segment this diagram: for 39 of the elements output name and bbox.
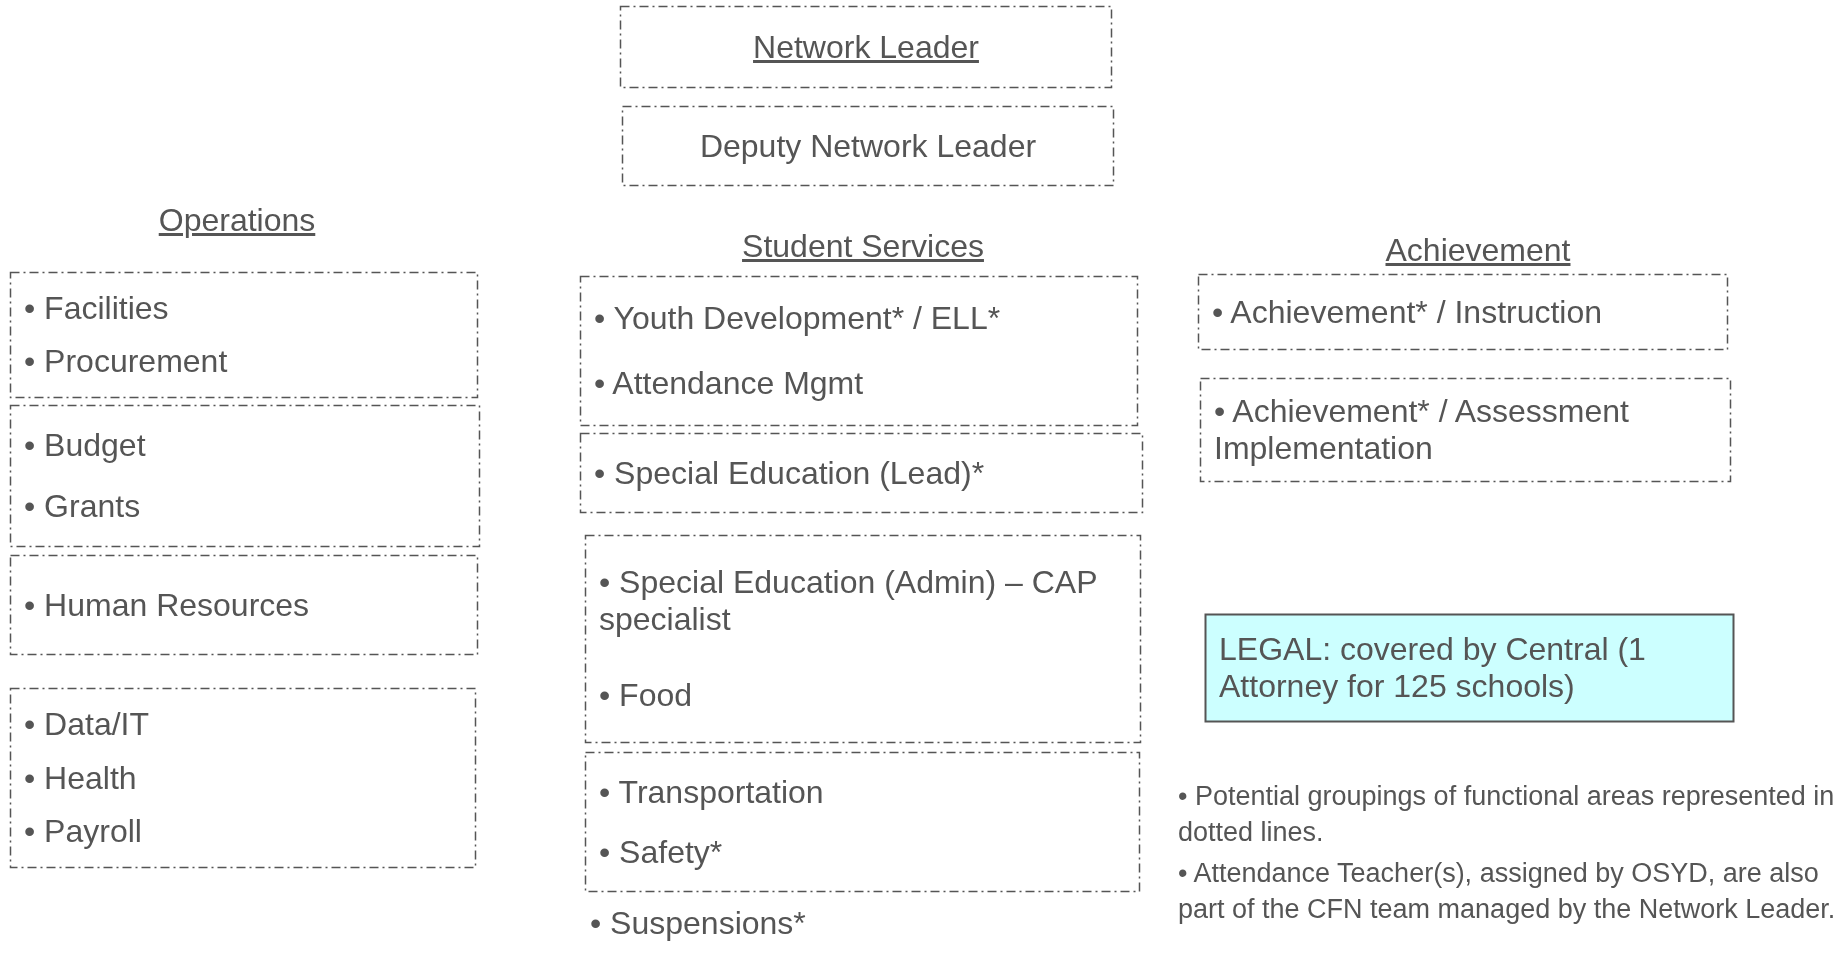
dashed-group-box bbox=[580, 433, 1143, 513]
dashed-group-box bbox=[620, 6, 1112, 88]
dashed-group-box bbox=[10, 555, 478, 655]
role-title: Network Leader bbox=[752, 28, 980, 66]
list-item: • Grants bbox=[24, 488, 142, 525]
list-item: • Health bbox=[24, 759, 138, 797]
dashed-group-box bbox=[585, 535, 1141, 743]
list-item: • Special Education (Lead)* bbox=[594, 454, 986, 492]
section-heading: Operations bbox=[157, 202, 317, 239]
list-item: • Achievement* / Assessment Implementation bbox=[1214, 393, 1630, 467]
dashed-group-box bbox=[1198, 274, 1728, 350]
dashed-group-box bbox=[622, 106, 1114, 186]
list-item: • Human Resources bbox=[24, 586, 311, 624]
note-text: • Potential groupings of functional areas represented in dotted lines. bbox=[1178, 780, 1836, 850]
list-item: • Food bbox=[599, 676, 694, 714]
dashed-group-box bbox=[580, 276, 1138, 426]
list-item: • Procurement bbox=[24, 343, 229, 380]
list-item: • Attendance Mgmt bbox=[594, 365, 865, 402]
list-item: • Youth Development* / ELL* bbox=[594, 300, 1002, 337]
dashed-group-box bbox=[10, 272, 478, 398]
dashed-group-box bbox=[10, 405, 480, 547]
note-text: LEGAL: covered by Central (1 Attorney for 125 schools) bbox=[1219, 631, 1647, 705]
list-item: • Data/IT bbox=[24, 706, 150, 744]
note-box bbox=[1205, 614, 1734, 722]
list-item: • Budget bbox=[24, 427, 147, 464]
note-text: • Attendance Teacher(s), assigned by OSYD, are also part of the CFN team managed by the Network Leader. bbox=[1178, 857, 1837, 927]
section-heading: Student Services bbox=[741, 228, 985, 265]
list-item: • Payroll bbox=[24, 812, 143, 850]
list-item: • Special Education (Admin) – CAP specialist bbox=[599, 564, 1098, 638]
list-item: • Safety* bbox=[599, 833, 724, 871]
dashed-group-box bbox=[10, 688, 476, 868]
list-item: • Transportation bbox=[599, 773, 825, 811]
dashed-group-box bbox=[585, 752, 1140, 892]
role-title: Deputy Network Leader bbox=[698, 127, 1038, 165]
list-item: • Suspensions* bbox=[590, 905, 806, 942]
list-item: • Facilities bbox=[24, 290, 170, 327]
list-item: • Achievement* / Instruction bbox=[1212, 293, 1604, 331]
section-heading: Achievement bbox=[1384, 232, 1572, 269]
dashed-group-box bbox=[1200, 378, 1731, 482]
